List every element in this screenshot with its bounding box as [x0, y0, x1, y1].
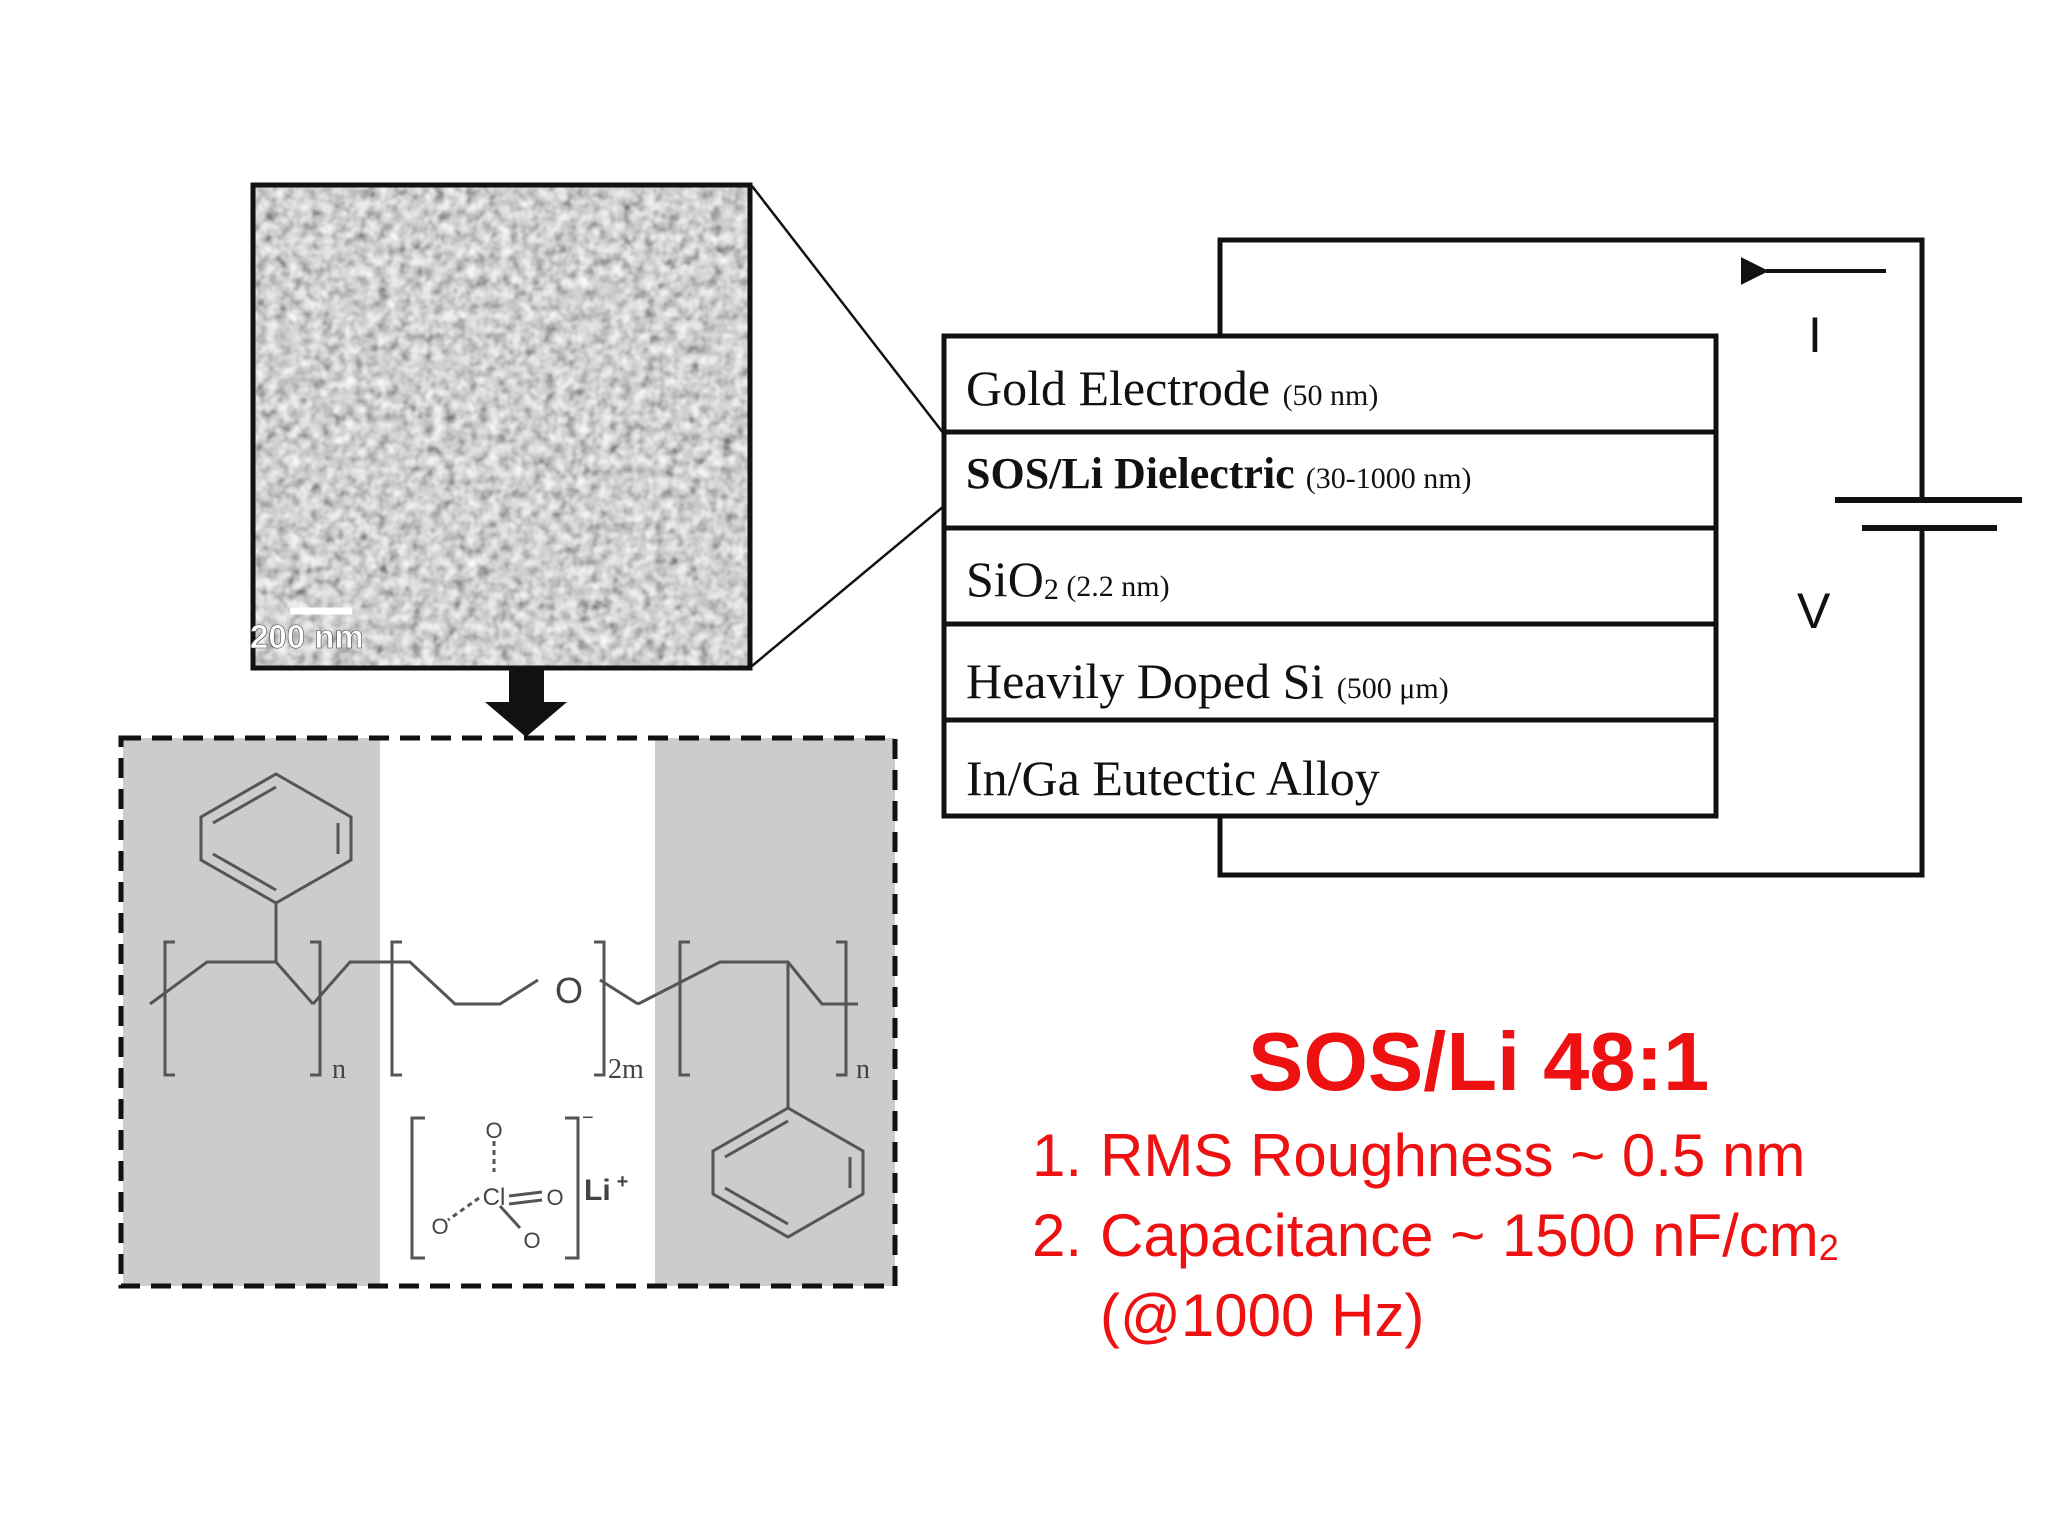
current-label: I [1808, 307, 1822, 363]
ps-block-left-shade [123, 738, 380, 1286]
zoom-line-bottom [752, 506, 944, 666]
scale-bar-label: 200 nm [250, 618, 364, 655]
anion-charge: − [582, 1107, 594, 1129]
zoom-line-top [752, 186, 944, 434]
chemical-structure-panel: O n 2m n O O O O Cl − Li+ [121, 738, 895, 1286]
anion-bracket-close [565, 1118, 578, 1258]
perchlorate-oxygen-top: O [485, 1118, 502, 1143]
ether-oxygen: O [555, 970, 583, 1011]
perchlorate-oxygen-bottom: O [523, 1228, 540, 1253]
lithium-cation: Li+ [584, 1171, 628, 1207]
ps-block-right-shade [655, 738, 895, 1286]
summary-item-2-text: Capacitance ~ 1500 nF/cm2 [1100, 1202, 1839, 1269]
summary-item-2-number: 2. [1032, 1202, 1082, 1269]
perchlorate-oxygen-right: O [546, 1185, 563, 1210]
device-stack: Gold Electrode (50 nm) SOS/Li Dielectric… [944, 336, 1716, 816]
repeat-label-left: n [332, 1054, 346, 1085]
repeat-label-middle: 2m [608, 1054, 644, 1085]
afm-micrograph: 200 nm [250, 185, 750, 668]
voltage-label: V [1797, 583, 1831, 639]
layer-ingaalloy: In/Ga Eutectic Alloy [966, 750, 1380, 806]
summary-item-1-text: RMS Roughness ~ 0.5 nm [1100, 1122, 1805, 1189]
perchlorate-chlorine: Cl [483, 1184, 506, 1211]
summary-title: SOS/Li 48:1 [1248, 1015, 1709, 1108]
repeat-label-right: n [856, 1054, 870, 1085]
bracket-middle-close [594, 942, 604, 1075]
anion-bracket-open [412, 1118, 425, 1258]
perchlorate-oxygen-left: O [431, 1214, 448, 1239]
summary-item-2-continuation: (@1000 Hz) [1100, 1282, 1424, 1349]
afm-texture [253, 185, 750, 668]
down-arrow [485, 668, 567, 737]
summary: SOS/Li 48:1 1. RMS Roughness ~ 0.5 nm 2.… [1032, 1015, 1839, 1349]
summary-item-1-number: 1. [1032, 1122, 1082, 1189]
